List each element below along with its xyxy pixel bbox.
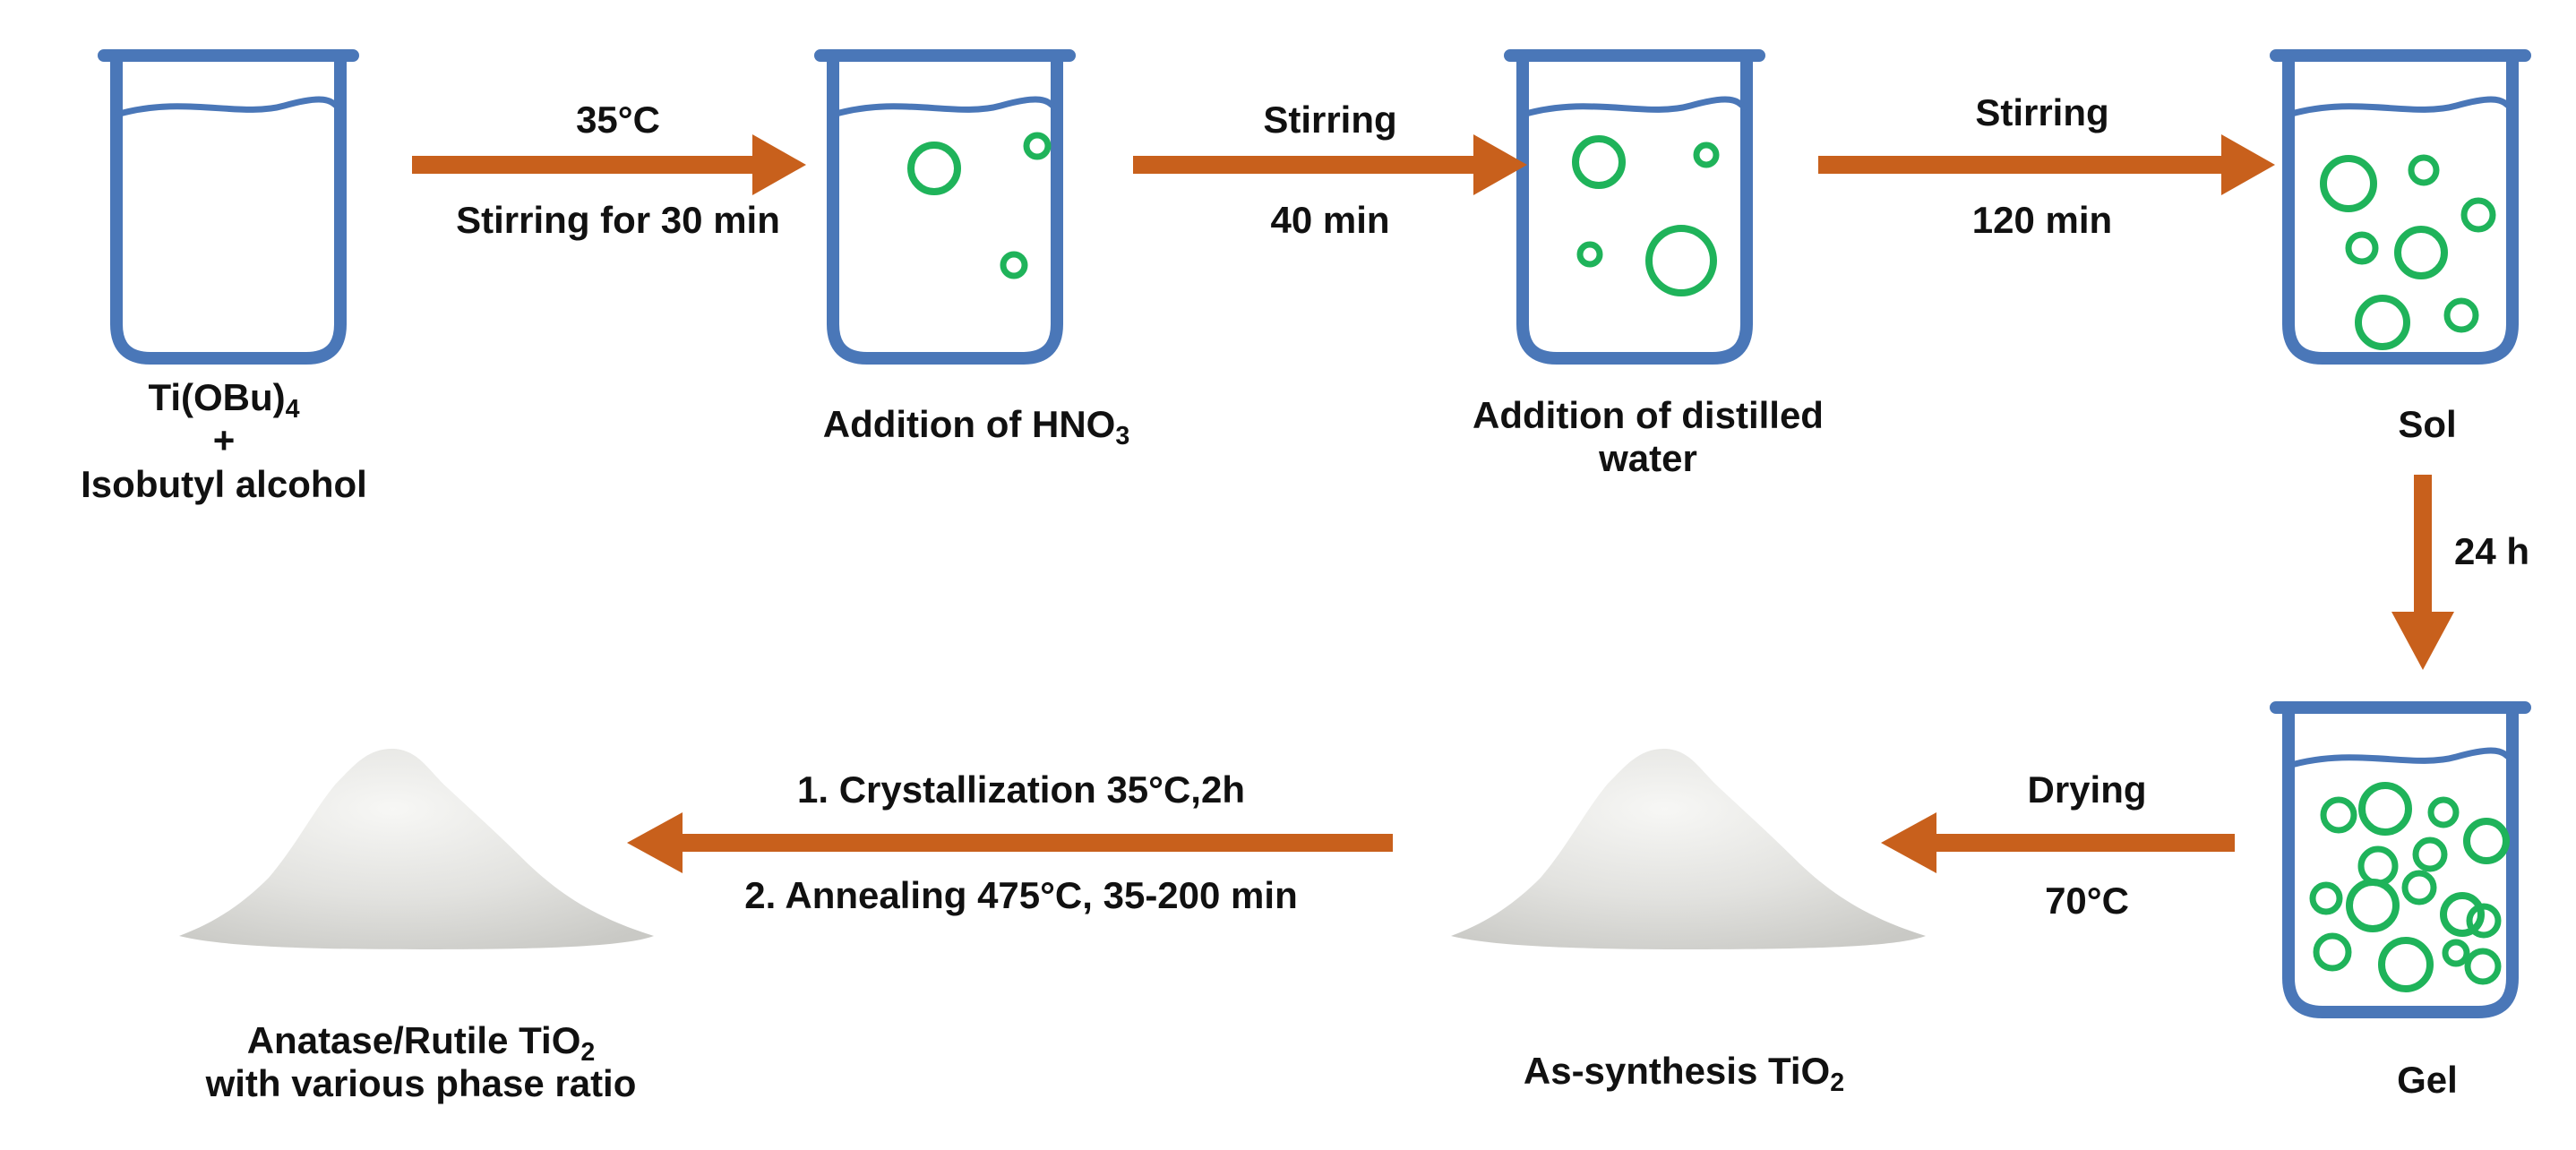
bubble-icon xyxy=(1576,241,1603,268)
beaker-outline xyxy=(2270,701,2531,1018)
bubble-icon xyxy=(2463,818,2510,864)
bubbles-group xyxy=(907,132,2510,992)
liquid-surface xyxy=(2288,96,2515,118)
powder-label-final: Anatase/Rutile TiO2 with various phase r… xyxy=(134,1019,708,1106)
bubble-icon xyxy=(2443,297,2479,333)
arrow-icon xyxy=(412,134,806,195)
beaker-icon xyxy=(2270,701,2531,1018)
bubble-icon xyxy=(2345,231,2379,265)
liquid-surface xyxy=(832,96,1060,118)
bubble-icon xyxy=(2309,881,2343,915)
bubble-icon xyxy=(2378,937,2434,992)
subscript: 3 xyxy=(1115,421,1130,451)
bubble-icon xyxy=(1645,225,1717,296)
hno3-label-text: Addition of HNO xyxy=(822,403,1116,445)
bubble-icon xyxy=(2442,939,2470,967)
subscript: 4 xyxy=(285,394,300,424)
bubble-icon xyxy=(2394,226,2448,279)
arrow-2-bottom-label: 40 min xyxy=(1270,199,1390,241)
arrow-1-top-label: 35°C xyxy=(576,99,660,141)
bubble-icon xyxy=(2440,892,2485,937)
arrow-3-top-label: Stirring xyxy=(1975,91,2109,133)
beaker-label-gel: Gel xyxy=(2356,1059,2499,1102)
liquid-surface xyxy=(2288,747,2515,769)
bubble-icon xyxy=(1572,135,1626,189)
liquid-surface xyxy=(1522,96,1749,118)
arrow-6-top-label: 1. Crystallization 35°C,2h xyxy=(797,768,1245,811)
beaker-label-sol: Sol xyxy=(2356,403,2499,446)
bubble-icon xyxy=(907,142,961,195)
bubble-icon xyxy=(2401,870,2437,905)
subscript: 2 xyxy=(580,1037,596,1067)
powder-label-as-synthesis: As-synthesis TiO2 xyxy=(1433,1050,1935,1095)
arrow-icon xyxy=(627,812,1393,873)
bubble-icon xyxy=(1000,251,1028,279)
bubble-icon xyxy=(2466,903,2502,939)
powder-pile-icon xyxy=(179,748,654,949)
water-label-line2: water xyxy=(1599,437,1697,480)
solvent-label: Isobutyl alcohol xyxy=(81,462,367,505)
subscript: 2 xyxy=(1830,1068,1845,1097)
arrow-icon xyxy=(1818,134,2275,195)
water-label-line1: Addition of distilled xyxy=(1473,394,1824,436)
beaker-icon xyxy=(1504,49,1765,365)
beaker-label-start: Ti(OBu)4 + Isobutyl alcohol xyxy=(54,376,394,506)
arrow-4-side-label: 24 h xyxy=(2453,530,2530,572)
bubble-icon xyxy=(2320,155,2377,212)
powder-pile-icon xyxy=(1451,748,1926,949)
plus-sign: + xyxy=(212,419,236,462)
bubble-icon xyxy=(2320,796,2357,834)
beaker-outline xyxy=(98,49,359,365)
bubble-icon xyxy=(2313,932,2352,972)
reagent-label: Ti(OBu) xyxy=(148,376,286,418)
beaker-icon xyxy=(814,49,1076,365)
as-synthesis-text: As-synthesis TiO xyxy=(1523,1050,1831,1092)
bubble-icon xyxy=(2412,837,2448,872)
bubble-icon xyxy=(2346,879,2400,932)
final-product-line2: with various phase ratio xyxy=(205,1062,637,1105)
arrow-icon xyxy=(1133,134,1527,195)
bubble-icon xyxy=(2357,845,2399,887)
arrow-3-bottom-label: 120 min xyxy=(1971,199,2113,241)
beaker-icon xyxy=(2270,49,2531,365)
gel-label-text: Gel xyxy=(2397,1059,2458,1101)
bubble-icon xyxy=(2427,796,2460,828)
bubble-icon xyxy=(2408,154,2440,186)
bubble-icon xyxy=(2464,948,2502,985)
arrow-icon xyxy=(1881,812,2235,873)
bubble-icon xyxy=(2355,295,2410,350)
final-product-text: Anatase/Rutile TiO xyxy=(246,1019,581,1061)
bubble-icon xyxy=(1693,142,1720,168)
beaker-label-hno3: Addition of HNO3 xyxy=(770,403,1182,449)
arrow-5-bottom-label: 70°C xyxy=(2045,880,2129,922)
beaker-label-water: Addition of distilled water xyxy=(1397,394,1899,481)
beaker-outline xyxy=(814,49,1076,365)
bubble-icon xyxy=(2460,197,2496,233)
beaker-icon xyxy=(98,49,359,365)
arrow-2-top-label: Stirring xyxy=(1263,99,1397,141)
bubble-icon xyxy=(2358,782,2412,836)
sol-label-text: Sol xyxy=(2398,403,2457,445)
beaker-outline xyxy=(1504,49,1765,365)
bubble-icon xyxy=(1023,132,1052,160)
arrow-1-bottom-label: Stirring for 30 min xyxy=(456,199,780,241)
arrow-5-top-label: Drying xyxy=(2027,768,2147,811)
arrow-6-bottom-label: 2. Annealing 475°C, 35-200 min xyxy=(744,874,1298,916)
beaker-outline xyxy=(2270,49,2531,365)
liquid-surface xyxy=(116,96,343,118)
arrow-icon xyxy=(2391,475,2454,670)
